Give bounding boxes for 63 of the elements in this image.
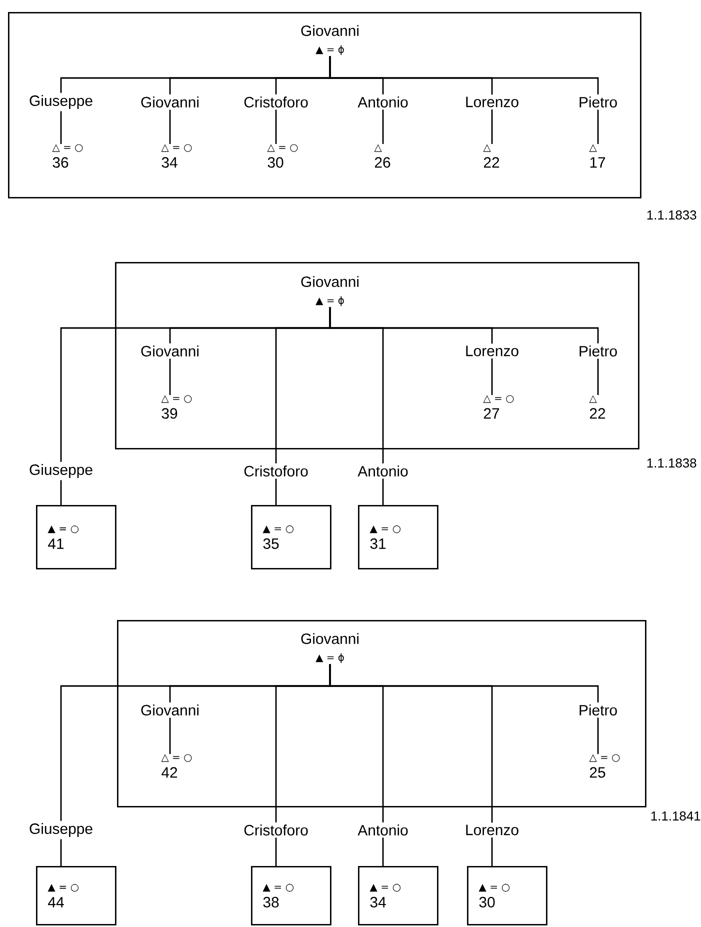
person-name: Giuseppe xyxy=(30,823,92,837)
person-name: Giovanni xyxy=(141,704,198,716)
couple-entry: △ 22 xyxy=(589,395,606,419)
couple-entry: △ = ○ 30 xyxy=(267,144,298,168)
kinship-line xyxy=(329,307,599,344)
household-box: ▲ = ○ 31 xyxy=(358,505,438,570)
person-name: Giovanni xyxy=(141,346,198,356)
kinship-line xyxy=(491,109,493,144)
couple-entry: △ = ○ 39 xyxy=(161,395,192,419)
person-name: Lorenzo xyxy=(466,824,518,836)
person-name: Giuseppe xyxy=(30,95,92,109)
kinship-line xyxy=(382,838,384,866)
person-name: Lorenzo xyxy=(466,96,518,108)
person-name: Antonio xyxy=(358,824,408,836)
kinship-line xyxy=(60,839,62,866)
person-name: Pietro xyxy=(580,704,617,716)
date-label: 1.1.1838 xyxy=(647,458,696,468)
household-box: ▲ = ○ 41 xyxy=(36,505,116,570)
person-name: Giuseppe xyxy=(30,464,92,478)
couple-entry: △ = ○ 25 xyxy=(589,754,620,778)
person-name: Cristoforo xyxy=(244,96,308,108)
date-label: 1.1.1833 xyxy=(647,210,696,220)
household-head: Giovanni ▲ = ϕ xyxy=(301,276,358,306)
couple-entry: △ = ○ 27 xyxy=(483,395,514,419)
kinship-line xyxy=(597,358,599,395)
couple-entry: △ = ○ 42 xyxy=(161,754,192,778)
kinship-line xyxy=(597,110,599,144)
household-head: Giovanni ▲ = ϕ xyxy=(301,633,358,663)
person-name: Antonio xyxy=(358,96,408,108)
kinship-line xyxy=(275,478,277,505)
kinship-line xyxy=(60,111,62,144)
person-name: Pietro xyxy=(580,346,617,356)
kinship-line xyxy=(169,358,171,395)
person-name: Giovanni xyxy=(141,96,198,108)
date-label: 1.1.1841 xyxy=(651,811,700,821)
household-box: ▲ = ○ 34 xyxy=(358,866,438,926)
household-box: ▲ = ○ 44 xyxy=(36,866,116,926)
person-name: Cristoforo xyxy=(244,466,308,476)
couple-entry: △ = ○ 34 xyxy=(161,144,192,168)
household-box: ▲ = ○ 35 xyxy=(251,505,332,570)
couple-entry: △ 26 xyxy=(374,144,390,168)
household-box: ▲ = ○ 30 xyxy=(467,866,548,926)
kinship-line xyxy=(329,664,599,702)
kinship-line xyxy=(382,478,384,505)
kinship-line xyxy=(382,110,384,144)
person-name: Lorenzo xyxy=(466,346,518,356)
kinship-line xyxy=(60,480,62,505)
kinship-line xyxy=(329,56,599,94)
kinship-line xyxy=(169,110,171,144)
couple-entry: △ 22 xyxy=(483,144,500,168)
kinship-line xyxy=(169,718,171,754)
kinship-line xyxy=(491,358,493,395)
person-name: Cristoforo xyxy=(244,824,308,836)
kinship-line xyxy=(275,838,277,866)
person-name: Antonio xyxy=(358,466,408,476)
kinship-line xyxy=(491,837,493,866)
household-head: Giovanni ▲ = ϕ xyxy=(301,25,358,55)
couple-entry: △ = ○ 36 xyxy=(52,144,83,168)
household-box: ▲ = ○ 38 xyxy=(251,866,332,926)
kinship-line xyxy=(597,718,599,754)
person-name: Pietro xyxy=(580,96,617,108)
couple-entry: △ 17 xyxy=(589,144,606,168)
kinship-line xyxy=(275,110,277,144)
